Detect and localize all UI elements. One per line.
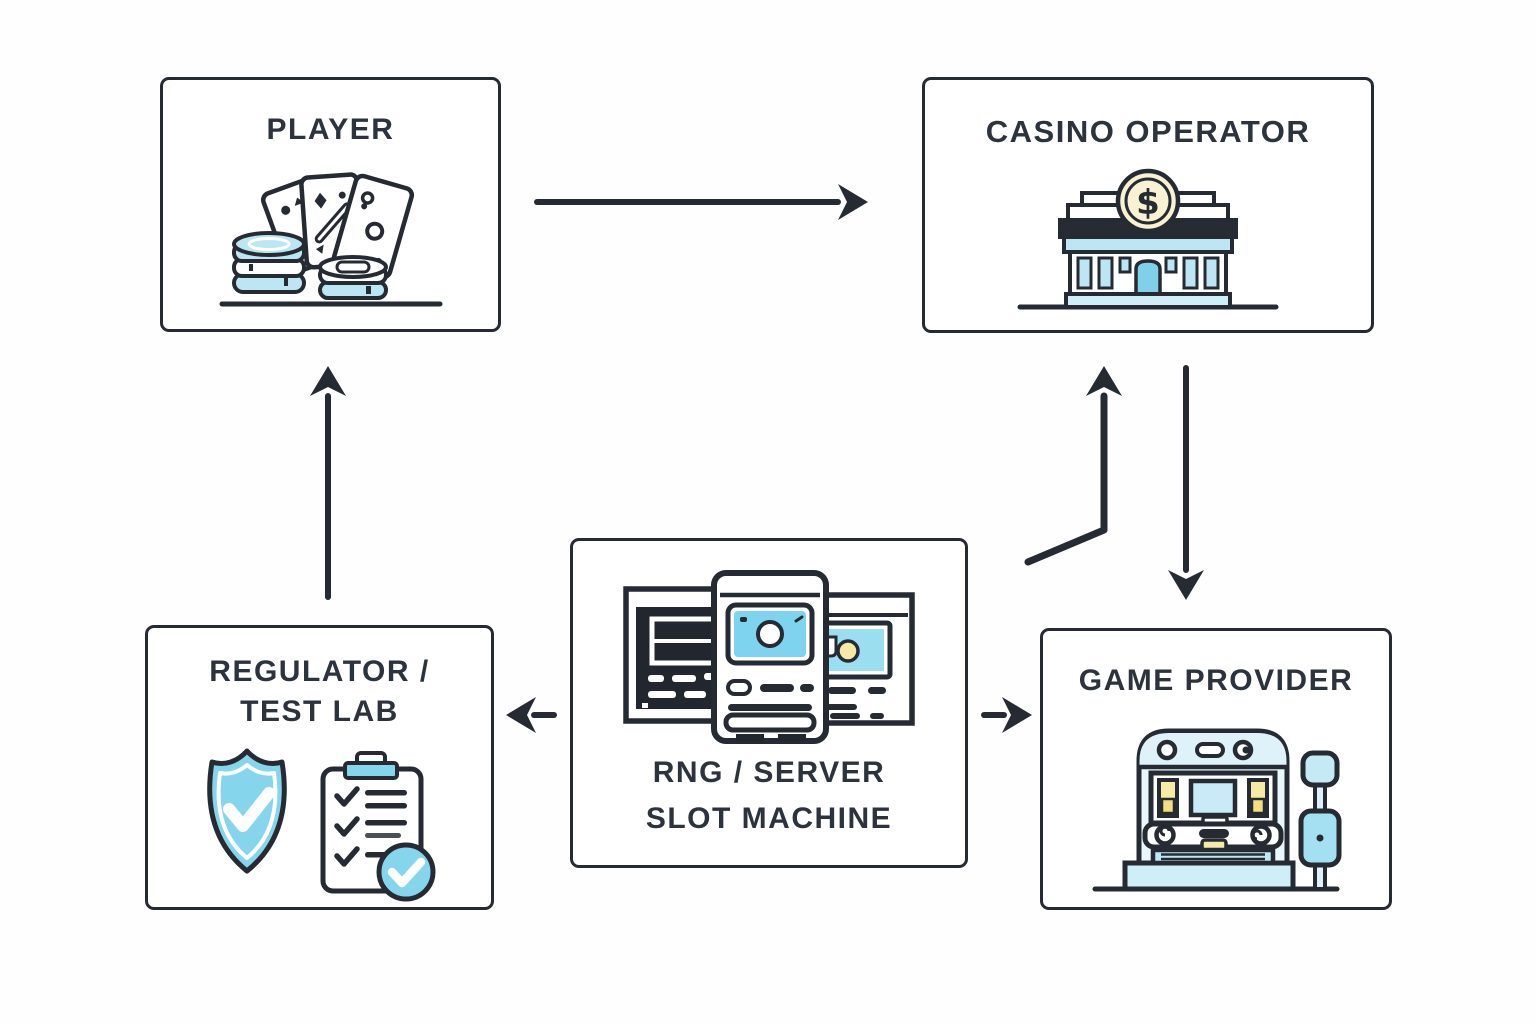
slot-machine-icon (1092, 728, 1342, 892)
regulator-title-line2: TEST LAB (240, 694, 399, 728)
rng-server-title-line1: RNG / SERVER (652, 756, 886, 789)
arrow-casino-operator-to-game-provider (1168, 365, 1204, 600)
arrow-regulator-to-player (310, 366, 346, 600)
casino-operator-title: CASINO OPERATOR (985, 114, 1311, 149)
shield-check-and-checklist-icon (206, 748, 435, 902)
server-and-game-screens-icon (623, 570, 915, 744)
node-game-provider: GAME PROVIDER (1040, 628, 1392, 910)
arrow-rng-to-casino-operator (1024, 366, 1122, 566)
game-provider-title: GAME PROVIDER (1078, 664, 1354, 697)
casino-building-dollar-icon: $ (1017, 168, 1279, 310)
node-regulator-test-lab: REGULATOR / TEST LAB (145, 625, 494, 910)
arrow-rng-to-game-provider (981, 697, 1032, 733)
regulator-title-line1: REGULATOR / (209, 655, 430, 688)
dollar-symbol: $ (1136, 183, 1160, 223)
node-player: PLAYER (160, 77, 501, 332)
player-title: PLAYER (266, 113, 395, 146)
arrow-rng-to-regulator (506, 697, 557, 733)
playing-cards-and-chips-icon (219, 171, 442, 307)
node-casino-operator: CASINO OPERATOR $ (922, 77, 1374, 333)
rng-server-title-line2: SLOT MACHINE (645, 801, 893, 835)
arrow-player-to-casino-operator (534, 184, 868, 220)
node-rng-server: RNG / SERVER SLOT MACHINE (570, 538, 968, 868)
